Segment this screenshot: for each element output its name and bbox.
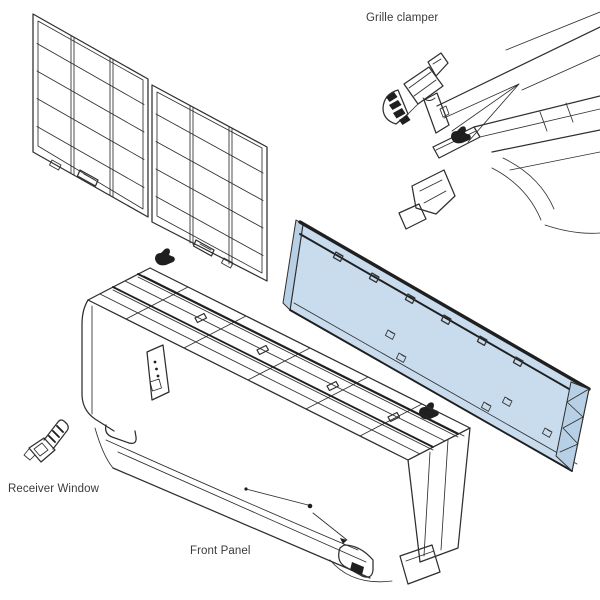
grille-clamper-label: Grille clamper bbox=[366, 12, 439, 24]
grille-clamper-part bbox=[382, 52, 449, 125]
filter-grille-right bbox=[151, 84, 268, 282]
filter-grille-left bbox=[32, 13, 149, 218]
indoor-unit-chassis bbox=[81, 267, 471, 585]
grille-clamper-installed-left bbox=[155, 248, 175, 266]
grille-clamper-detail-view bbox=[398, 11, 600, 234]
front-panel-highlighted bbox=[282, 219, 591, 472]
receiver-window-label: Receiver Window bbox=[8, 483, 99, 495]
front-panel-label: Front Panel bbox=[190, 545, 251, 557]
receiver-window-part bbox=[23, 419, 69, 463]
